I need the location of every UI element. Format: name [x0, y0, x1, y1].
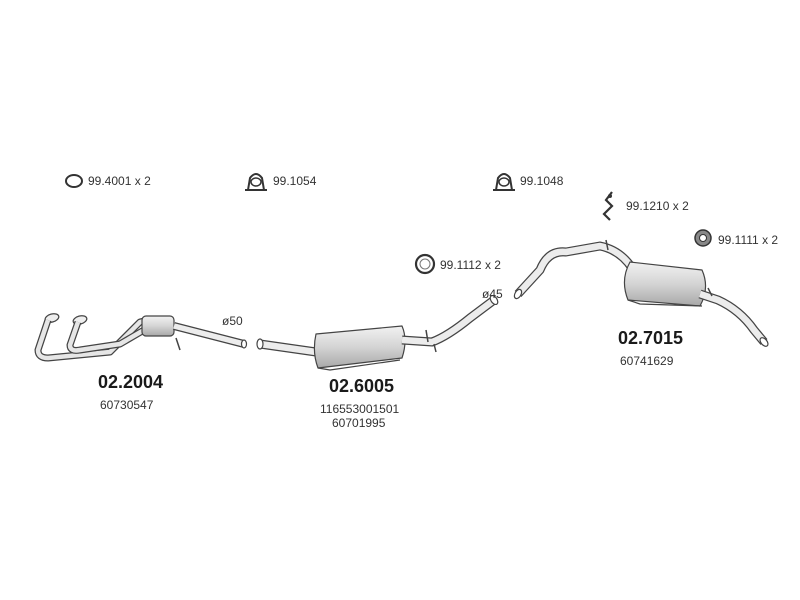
accessory-label-99-1054: 99.1054	[273, 174, 316, 188]
accessory-code: 99.1054	[273, 174, 317, 188]
front-pipe-02-2004	[34, 313, 248, 362]
u-clamp-icon-2	[493, 173, 515, 191]
accessory-code: 99.1112	[440, 258, 482, 272]
accessory-code: 99.1210	[626, 199, 670, 213]
part-ref-60701995: 60701995	[332, 416, 386, 430]
u-clamp-icon	[245, 173, 267, 191]
gasket-ring-icon	[414, 253, 436, 275]
ring-clamp-icon	[65, 174, 83, 188]
accessory-qty: x 2	[672, 199, 689, 213]
part-ref-116553001501: 116553001501	[320, 402, 400, 416]
accessory-label-99-1048: 99.1048	[520, 174, 563, 188]
rear-silencer-02-7015	[513, 239, 769, 347]
accessory-label-99-4001: 99.4001 x 2	[88, 174, 151, 188]
accessory-label-99-1111: 99.1111 x 2	[718, 233, 778, 247]
centre-silencer-02-6005	[256, 294, 499, 371]
accessory-label-99-1112: 99.1112 x 2	[440, 258, 501, 272]
rubber-mount-icon	[694, 229, 712, 247]
part-ref-60730547: 60730547	[100, 398, 154, 412]
hanger-bracket-icon	[602, 191, 614, 221]
part-number-02-2004: 02.2004	[98, 372, 164, 392]
accessory-label-99-1210: 99.1210 x 2	[626, 199, 689, 213]
accessory-qty: x 2	[134, 174, 151, 188]
part-ref-60741629: 60741629	[620, 354, 674, 368]
accessory-qty: x 2	[762, 233, 779, 247]
accessory-code: 99.1048	[520, 174, 564, 188]
accessory-qty: x 2	[484, 258, 501, 272]
accessory-code: 99.4001	[88, 174, 132, 188]
accessory-code: 99.1111	[718, 233, 759, 247]
diameter-label-50: ø50	[222, 314, 243, 328]
part-number-02-7015: 02.7015	[618, 328, 684, 348]
part-number-02-6005: 02.6005	[329, 376, 395, 396]
diameter-label-45: ø45	[482, 287, 503, 301]
